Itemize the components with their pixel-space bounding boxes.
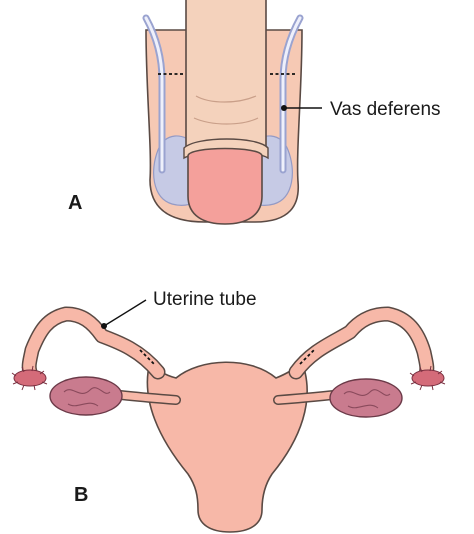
penis-shaft (186, 0, 266, 150)
glans (188, 149, 262, 225)
left-ovary (50, 377, 122, 415)
left-fimbriae (12, 366, 47, 390)
right-ovary (330, 379, 402, 417)
panel-a-illustration (146, 0, 322, 224)
panel-a-letter: A (68, 192, 82, 214)
right-fimbriae (410, 366, 445, 390)
uterus (147, 362, 307, 532)
uterine-tube-label: Uterine tube (153, 289, 257, 310)
vas-deferens-label: Vas deferens (330, 99, 441, 120)
uterine-tube-leader (104, 300, 146, 326)
panel-b-letter: B (74, 484, 88, 506)
